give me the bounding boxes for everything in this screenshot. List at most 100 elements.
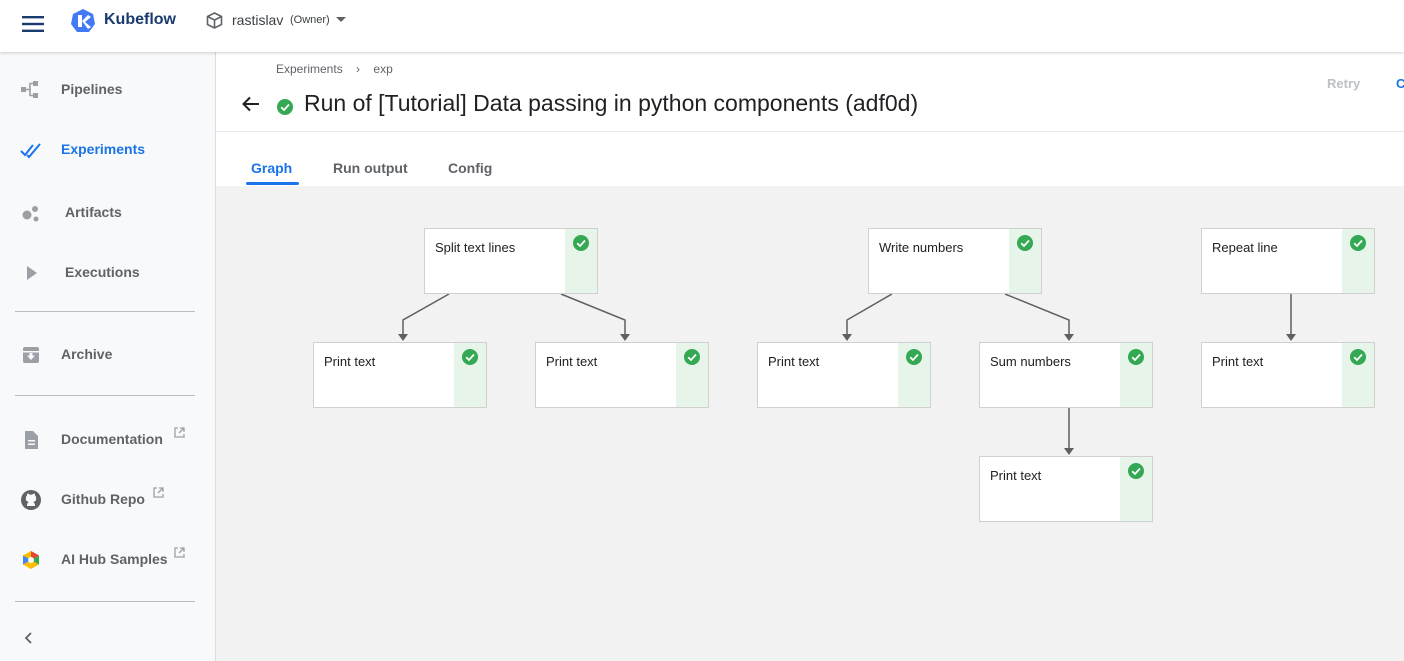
graph-edge (402, 293, 450, 334)
check-circle-icon (906, 349, 922, 365)
check-circle-icon (1017, 235, 1033, 251)
app-brand[interactable]: Kubeflow (104, 11, 176, 28)
external-link-icon (174, 547, 185, 558)
kubeflow-logo-icon[interactable] (70, 8, 96, 34)
sidebar-item-label: AI Hub Samples (61, 551, 168, 567)
sidebar-item-ai-hub-samples[interactable]: AI Hub Samples (0, 539, 215, 579)
namespace-cube-icon (206, 12, 223, 29)
chevron-down-icon[interactable] (336, 17, 346, 22)
clone-run-button[interactable]: C (1396, 76, 1404, 91)
graph-edge-arrowhead (842, 334, 852, 341)
sidebar-item-executions[interactable]: Executions (0, 252, 215, 292)
graph-node-split-text-lines[interactable]: Split text lines (424, 228, 598, 294)
graph-edge-arrowhead (620, 334, 630, 341)
graph-node-print-text[interactable]: Print text (1201, 342, 1375, 408)
back-arrow-icon[interactable] (240, 93, 262, 115)
sidebar-item-github-repo[interactable]: Github Repo (0, 479, 215, 519)
sidebar-item-label: Artifacts (65, 204, 122, 220)
graph-edge-arrowhead (1286, 334, 1296, 341)
graph-edge-arrowhead (1064, 448, 1074, 455)
sidebar-item-label: Github Repo (61, 491, 145, 507)
sidebar-divider (15, 311, 195, 312)
graph-node-print-text[interactable]: Print text (535, 342, 709, 408)
sidebar: Pipelines Experiments Artifacts Executio… (0, 52, 216, 661)
node-status (898, 343, 930, 407)
graph-node-write-numbers[interactable]: Write numbers (868, 228, 1042, 294)
collapse-sidebar-chevron-left-icon[interactable] (20, 629, 38, 647)
sidebar-divider (15, 601, 195, 602)
active-tab-indicator (246, 182, 299, 185)
node-status (454, 343, 486, 407)
graph-node-sum-numbers[interactable]: Sum numbers (979, 342, 1153, 408)
sidebar-item-documentation[interactable]: Documentation (0, 419, 215, 459)
sidebar-item-archive[interactable]: Archive (0, 334, 215, 374)
sidebar-item-pipelines[interactable]: Pipelines (0, 69, 215, 109)
tab-config[interactable]: Config (448, 160, 493, 176)
external-link-icon (174, 427, 185, 438)
node-label: Print text (768, 354, 820, 369)
graph-edge-arrowhead (1064, 334, 1074, 341)
sidebar-item-label: Pipelines (61, 81, 123, 97)
node-label: Print text (1212, 354, 1264, 369)
sidebar-item-label: Documentation (61, 431, 163, 447)
experiments-icon (20, 143, 41, 159)
sidebar-item-label: Archive (61, 346, 113, 362)
node-label: Sum numbers (990, 354, 1071, 369)
graph-edge (560, 293, 626, 334)
breadcrumb-separator: › (356, 62, 361, 76)
node-label: Split text lines (435, 240, 516, 255)
node-label: Print text (546, 354, 598, 369)
sidebar-item-label: Executions (65, 264, 140, 280)
namespace-role[interactable]: (Owner) (290, 14, 330, 26)
menu-icon[interactable] (21, 12, 45, 36)
tab-graph[interactable]: Graph (251, 160, 293, 176)
breadcrumb: Experiments › exp (276, 62, 393, 76)
run-success-icon (277, 99, 293, 115)
executions-icon (27, 266, 37, 280)
graph-node-print-text[interactable]: Print text (757, 342, 931, 408)
sidebar-item-artifacts[interactable]: Artifacts (0, 192, 215, 232)
node-label: Print text (990, 468, 1042, 483)
graph-node-print-text[interactable]: Print text (979, 456, 1153, 522)
breadcrumb-experiments-link[interactable]: Experiments (276, 62, 343, 76)
node-status (565, 229, 597, 293)
node-label: Print text (324, 354, 376, 369)
namespace-selector-name[interactable]: rastislav (232, 12, 284, 28)
graph-edge (846, 293, 893, 334)
node-status (1009, 229, 1041, 293)
top-app-bar: Kubeflow rastislav (Owner) (0, 0, 1404, 52)
sidebar-item-experiments[interactable]: Experiments (0, 129, 215, 169)
retry-button[interactable]: Retry (1327, 76, 1361, 91)
header-divider (216, 131, 1404, 132)
archive-icon (23, 347, 39, 363)
graph-node-print-text[interactable]: Print text (313, 342, 487, 408)
github-icon (21, 490, 41, 510)
node-status (676, 343, 708, 407)
artifacts-icon (22, 206, 39, 222)
check-circle-icon (462, 349, 478, 365)
graph-edges (398, 293, 1296, 455)
run-graph[interactable]: Split text lines Print text Print text W… (216, 186, 1404, 661)
graph-node-repeat-line[interactable]: Repeat line (1201, 228, 1375, 294)
check-circle-icon (1350, 349, 1366, 365)
external-link-icon (153, 487, 164, 498)
pipelines-icon (21, 81, 38, 98)
sidebar-item-label: Experiments (61, 141, 146, 157)
sidebar-divider (15, 395, 195, 396)
breadcrumb-experiment-link[interactable]: exp (373, 62, 393, 76)
check-circle-icon (1128, 349, 1144, 365)
check-circle-icon (1350, 235, 1366, 251)
check-circle-icon (684, 349, 700, 365)
node-status (1120, 457, 1152, 521)
ai-hub-icon (23, 551, 39, 569)
check-circle-icon (1128, 463, 1144, 479)
page-title: Run of [Tutorial] Data passing in python… (304, 90, 919, 116)
document-icon (25, 431, 38, 449)
node-label: Write numbers (879, 240, 964, 255)
check-circle-icon (573, 235, 589, 251)
graph-edge-arrowhead (398, 334, 408, 341)
node-label: Repeat line (1212, 240, 1278, 255)
node-status (1342, 343, 1374, 407)
tab-run-output[interactable]: Run output (333, 160, 408, 176)
node-status (1120, 343, 1152, 407)
